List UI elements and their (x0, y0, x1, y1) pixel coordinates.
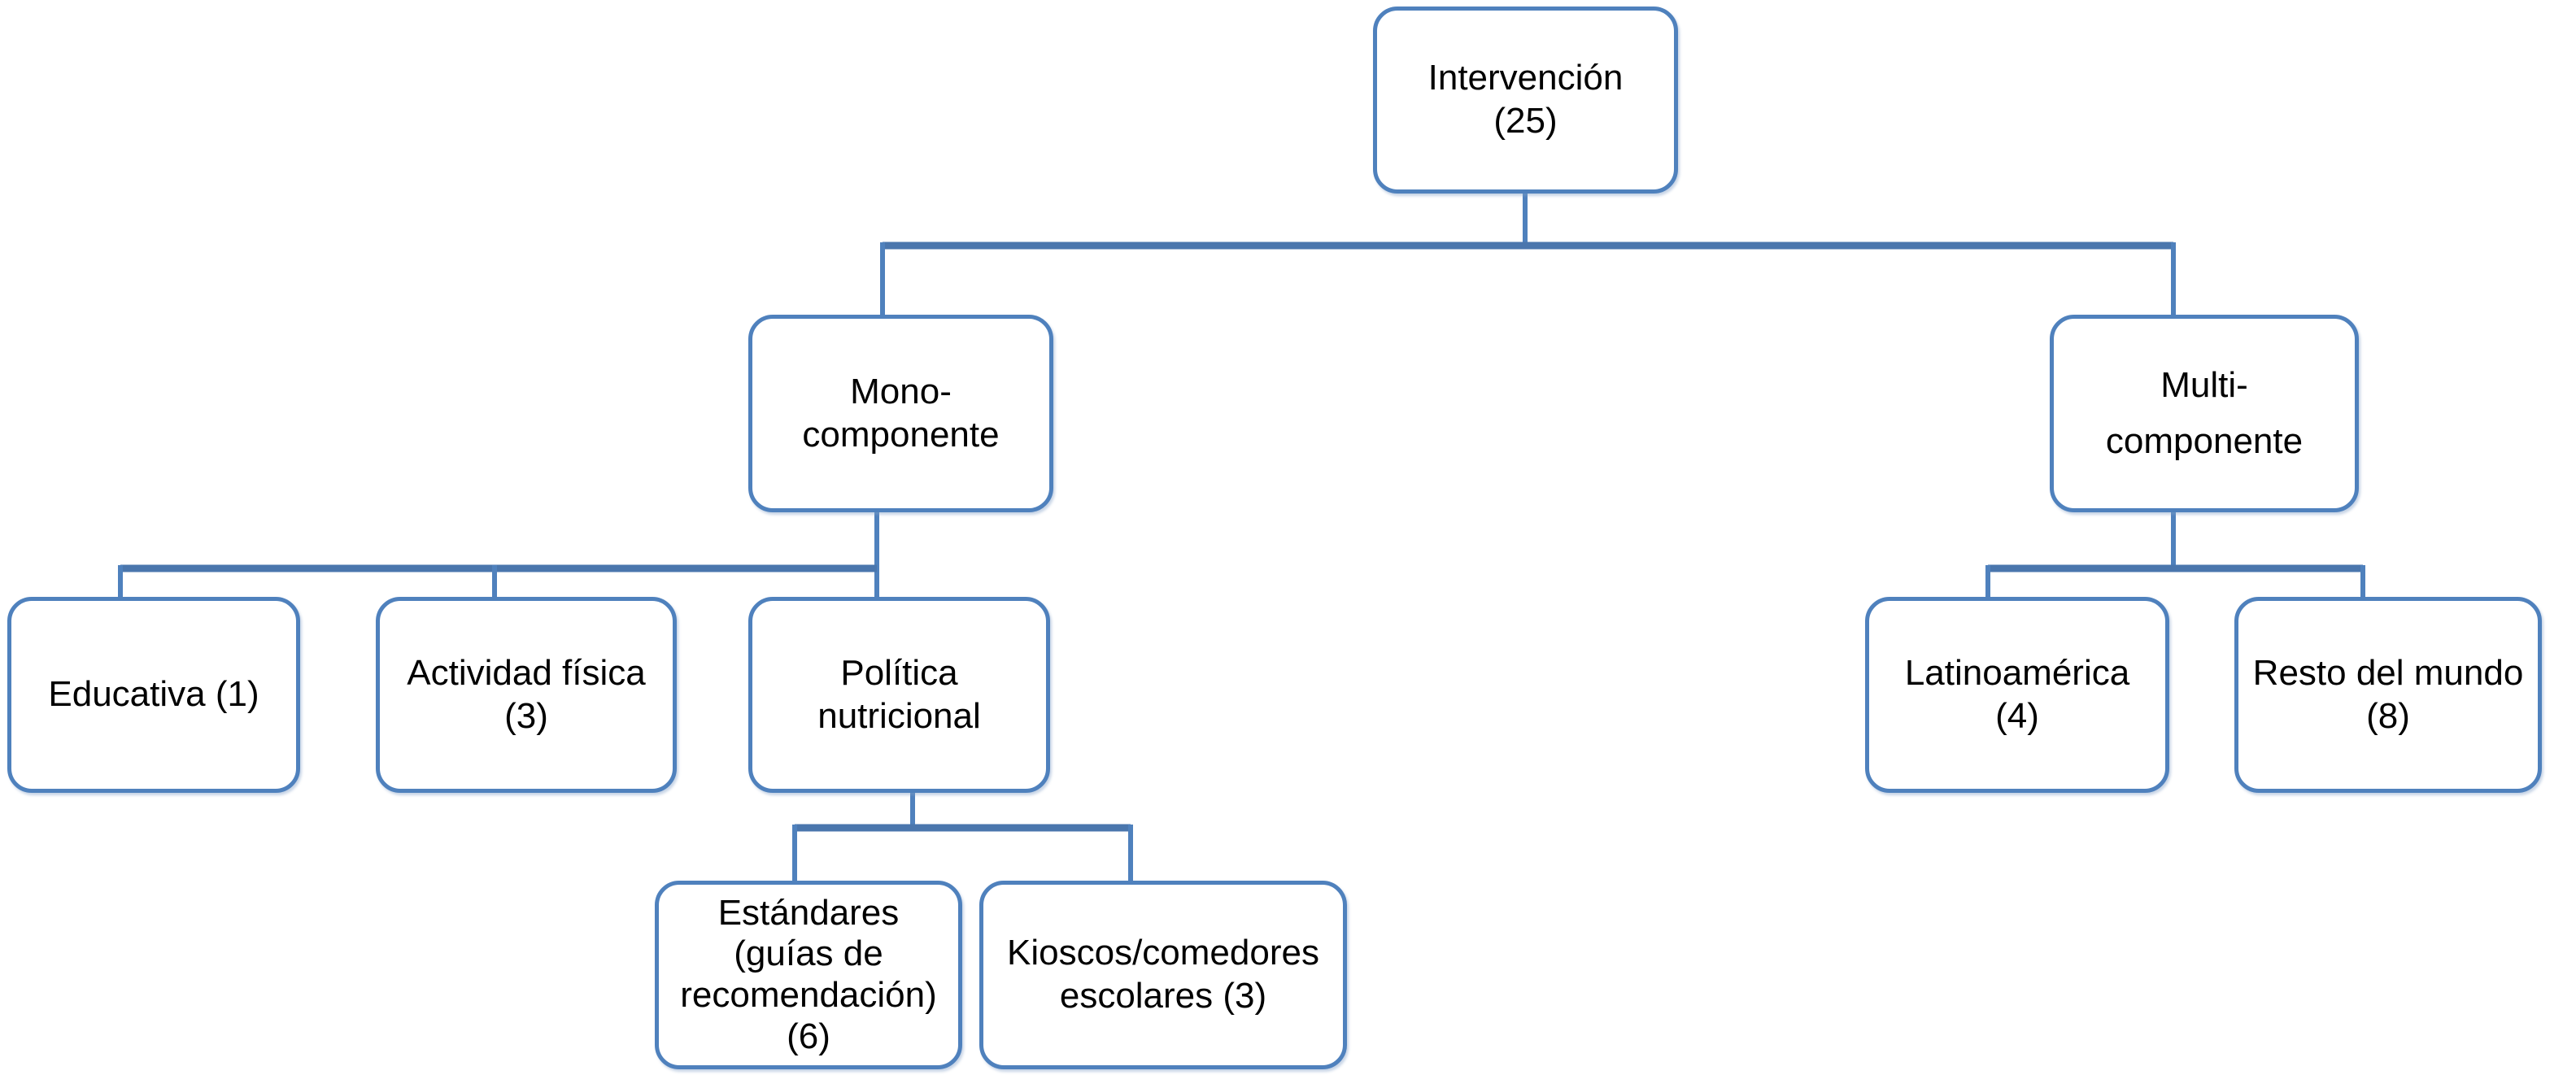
node-label-line: Política (840, 652, 958, 693)
node-label-line: Multi- (2160, 365, 2248, 406)
node-kioscos-comedores: Kioscos/comedores escolares (3) (979, 881, 1347, 1069)
node-intervencion: Intervención (25) (1373, 7, 1678, 194)
node-label-line: Mono- (850, 371, 952, 411)
node-politica-nutricional: Política nutricional (748, 597, 1050, 793)
node-label-line: escolares (3) (1059, 976, 1267, 1016)
node-estandares: Estándares (guías de recomendación) (6) (655, 881, 962, 1069)
node-multi-componente: Multi- componente (2050, 315, 2359, 512)
node-label-line: Estándares (717, 892, 900, 933)
node-label-line: Kioscos/comedores (1007, 933, 1319, 973)
node-label-line: Resto del mundo (2252, 652, 2524, 693)
node-label-line: Intervención (1427, 58, 1624, 98)
node-label-line: Educativa (1) (48, 674, 259, 715)
node-mono-componente: Mono- componente (748, 315, 1053, 512)
node-actividad-fisica: Actividad física (3) (376, 597, 677, 793)
node-count: (6) (787, 1016, 830, 1056)
node-label-line: componente (2105, 420, 2304, 461)
node-label-line: Latinoamérica (1904, 652, 2130, 693)
node-count: (4) (1995, 695, 2039, 736)
node-count: (8) (2366, 695, 2410, 736)
node-latinoamerica: Latinoamérica (4) (1865, 597, 2169, 793)
node-label-line: componente (802, 414, 1000, 455)
node-label-line: Actividad física (407, 652, 646, 693)
node-label-line: nutricional (817, 695, 981, 736)
node-label-line: (guías de (734, 934, 883, 974)
node-resto-del-mundo: Resto del mundo (8) (2234, 597, 2542, 793)
node-label-line: recomendación) (680, 975, 937, 1015)
node-count: (3) (504, 695, 548, 736)
node-count: (25) (1493, 101, 1558, 141)
node-educativa: Educativa (1) (7, 597, 300, 793)
